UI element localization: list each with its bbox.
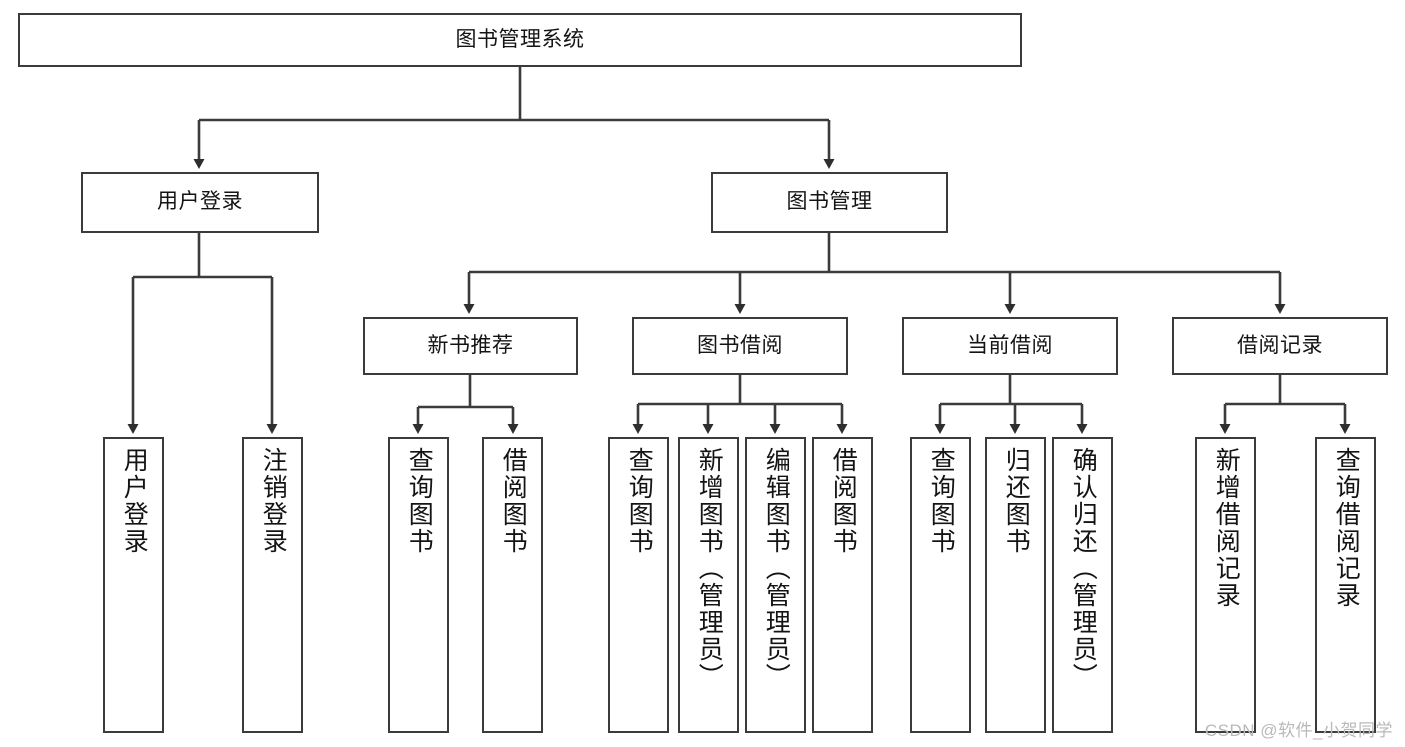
node-label: 查询借阅记录 xyxy=(1332,447,1361,609)
node-label: 查询图书 xyxy=(625,447,654,555)
node-label: 编辑图书（管理员） xyxy=(762,447,791,690)
node-label: 用户登录 xyxy=(120,447,149,555)
node-leaf-user-login[interactable]: 用户登录 xyxy=(103,437,164,733)
node-label: 图书借阅 xyxy=(697,333,783,357)
node-leaf-logout[interactable]: 注销登录 xyxy=(242,437,303,733)
node-borrow-record[interactable]: 借阅记录 xyxy=(1172,317,1388,375)
node-label: 当前借阅 xyxy=(967,333,1053,357)
node-new-book-recommend[interactable]: 新书推荐 xyxy=(363,317,578,375)
node-label: 图书管理系统 xyxy=(455,27,585,51)
node-label: 新增借阅记录 xyxy=(1212,447,1241,609)
node-label: 注销登录 xyxy=(259,447,288,555)
node-label: 归还图书 xyxy=(1002,447,1031,555)
node-current-borrow[interactable]: 当前借阅 xyxy=(902,317,1118,375)
node-leaf-return-book[interactable]: 归还图书 xyxy=(985,437,1046,733)
node-leaf-edit-book[interactable]: 编辑图书（管理员） xyxy=(745,437,806,733)
node-label: 查询图书 xyxy=(405,447,434,555)
node-leaf-query-book-1[interactable]: 查询图书 xyxy=(388,437,449,733)
node-label: 借阅记录 xyxy=(1237,333,1323,357)
node-root-system[interactable]: 图书管理系统 xyxy=(18,13,1022,67)
watermark-text: CSDN @软件_小贺同学 xyxy=(1204,721,1393,740)
node-user-login[interactable]: 用户登录 xyxy=(81,172,319,233)
node-leaf-borrow-book-2[interactable]: 借阅图书 xyxy=(812,437,873,733)
node-label: 借阅图书 xyxy=(829,447,858,555)
node-leaf-borrow-book-1[interactable]: 借阅图书 xyxy=(482,437,543,733)
node-label: 图书管理 xyxy=(786,190,873,214)
node-leaf-add-book[interactable]: 新增图书（管理员） xyxy=(678,437,739,733)
node-book-management[interactable]: 图书管理 xyxy=(711,172,948,233)
node-leaf-confirm-return[interactable]: 确认归还（管理员） xyxy=(1052,437,1113,733)
node-label: 确认归还（管理员） xyxy=(1069,447,1098,690)
node-leaf-add-record[interactable]: 新增借阅记录 xyxy=(1195,437,1256,733)
node-leaf-query-book-3[interactable]: 查询图书 xyxy=(910,437,971,733)
node-leaf-query-record[interactable]: 查询借阅记录 xyxy=(1315,437,1376,733)
node-label: 用户登录 xyxy=(157,190,243,214)
node-book-borrow[interactable]: 图书借阅 xyxy=(632,317,848,375)
node-label: 借阅图书 xyxy=(499,447,528,555)
node-leaf-query-book-2[interactable]: 查询图书 xyxy=(608,437,669,733)
node-label: 查询图书 xyxy=(927,447,956,555)
node-label: 新增图书（管理员） xyxy=(695,447,724,690)
node-label: 新书推荐 xyxy=(427,333,514,357)
